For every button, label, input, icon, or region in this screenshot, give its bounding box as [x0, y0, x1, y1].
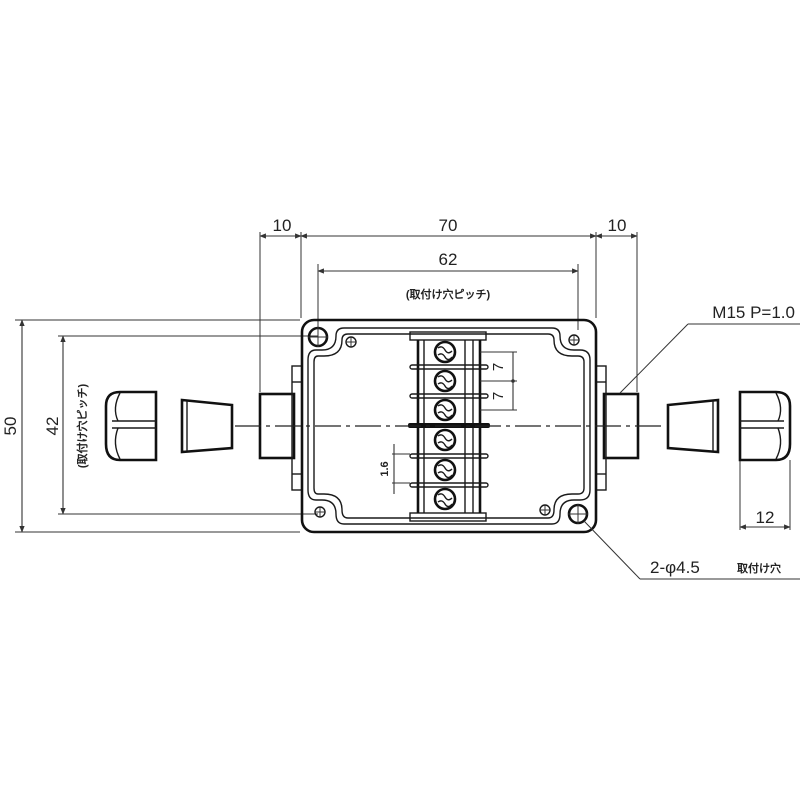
terminal-screw-4	[433, 428, 457, 452]
dim-text-10-left: 10	[273, 216, 292, 235]
right-gland-boss	[595, 365, 640, 491]
terminal-screw-6	[433, 487, 457, 511]
dim-text-62: 62	[439, 250, 458, 269]
dim-text-1-6: 1.6	[379, 461, 391, 476]
left-cap-nut	[104, 390, 158, 462]
dimension-42: 42 (取付け穴ピッチ)	[43, 335, 89, 515]
terminal-screw-1	[433, 340, 457, 364]
dimension-10-right: 10	[595, 216, 638, 239]
mount-hole-bottom-right	[567, 503, 589, 525]
lid-screw-bottom-right	[539, 504, 551, 516]
dim-text-50: 50	[1, 417, 20, 436]
dimension-terminal-pitch: 7 7	[480, 351, 517, 411]
mount-holes-label: 2-φ4.5	[650, 558, 700, 577]
lid-screw-top-right	[568, 334, 580, 346]
right-cap-nut	[738, 390, 792, 462]
mount-holes-note: 取付け穴	[737, 561, 781, 575]
dimension-12: 12	[739, 508, 791, 530]
dim-text-7-a: 7	[490, 363, 507, 371]
dim-note-62: (取付け穴ピッチ)	[406, 287, 491, 301]
lid-screw-top-left	[345, 336, 357, 348]
mount-hole-top-left	[307, 326, 329, 348]
extension-lines	[15, 232, 791, 533]
dim-text-12: 12	[756, 508, 775, 527]
terminal-screw-2	[433, 369, 457, 393]
lid-screw-bottom-left	[314, 506, 326, 518]
dimension-70: 70	[300, 216, 597, 239]
terminal-screw-5	[433, 458, 457, 482]
dim-text-7-b: 7	[490, 392, 507, 400]
dimension-terminal-spacing: 1.6	[379, 444, 410, 494]
dim-text-42: 42	[43, 417, 62, 436]
dimension-50: 50	[1, 319, 25, 533]
dimension-62: 62 (取付け穴ピッチ)	[317, 250, 579, 301]
left-seal	[180, 398, 234, 454]
leader-mount-holes: 2-φ4.5 取付け穴	[583, 520, 800, 580]
right-seal	[666, 398, 720, 454]
dim-note-42: (取付け穴ピッチ)	[75, 384, 89, 469]
terminal-screw-3	[433, 398, 457, 422]
thread-spec-label: M15 P=1.0	[712, 303, 795, 322]
left-gland-boss	[258, 365, 303, 491]
leader-thread-spec: M15 P=1.0	[619, 303, 800, 394]
dim-text-10-right: 10	[608, 216, 627, 235]
dim-text-70: 70	[439, 216, 458, 235]
dimension-10-left: 10	[259, 216, 302, 239]
